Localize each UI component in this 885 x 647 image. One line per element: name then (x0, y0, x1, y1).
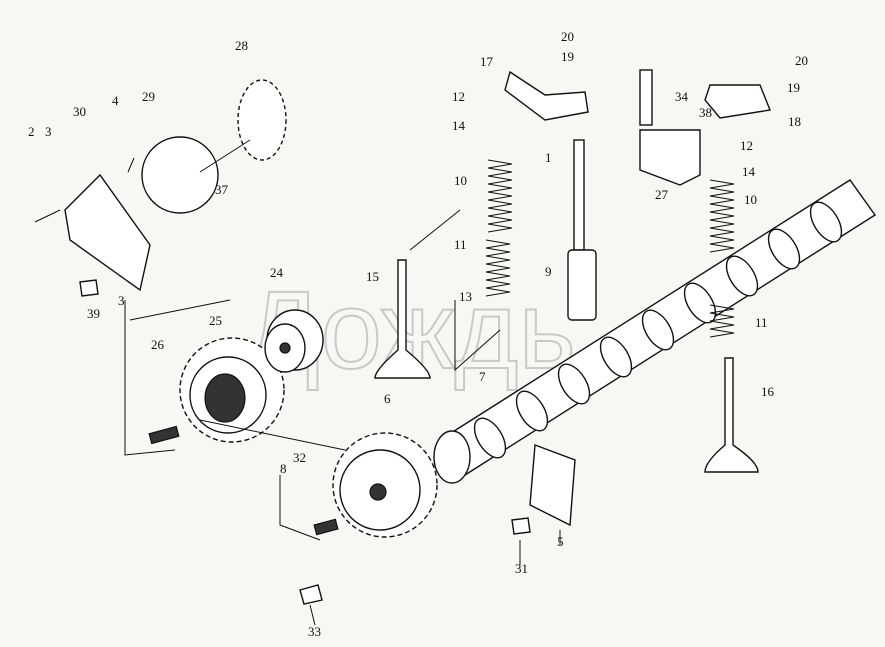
bolt-33 (299, 584, 323, 605)
callout-39: 39 (87, 306, 100, 321)
valve-spring (709, 304, 735, 338)
pin-8 (313, 518, 339, 536)
key-26 (148, 425, 180, 445)
idler-gear (179, 337, 285, 443)
callout-2: 2 (28, 124, 35, 139)
callout-13: 13 (459, 289, 472, 304)
rocker-bracket (639, 129, 701, 186)
callout-33: 33 (308, 624, 321, 639)
camshaft-gear (332, 432, 438, 538)
callout-24: 24 (270, 265, 284, 280)
callout-31: 31 (515, 561, 528, 576)
cam-lobe (473, 417, 507, 459)
thrust-plate (529, 444, 576, 527)
cam-lobe (641, 309, 675, 351)
callout-19b: 19 (787, 80, 800, 95)
callout-27: 27 (655, 187, 669, 202)
callout-32: 32 (293, 450, 306, 465)
callout-18: 18 (788, 114, 801, 129)
bracket-bolt (639, 69, 653, 126)
callout-17: 17 (480, 54, 494, 69)
push-rod (573, 139, 585, 251)
callout-9: 9 (545, 264, 552, 279)
callout-25: 25 (209, 313, 222, 328)
intake-valve (374, 259, 431, 379)
callout-12b: 12 (740, 138, 753, 153)
callout-38: 38 (699, 105, 712, 120)
callout-14: 14 (452, 118, 466, 133)
callout-3b: 3 (118, 293, 125, 308)
cam-lobe (725, 255, 759, 297)
callout-37: 37 (215, 182, 229, 197)
valve-spring (485, 239, 511, 297)
rocker-arm-right (704, 84, 771, 119)
bolt-39 (79, 279, 99, 297)
bolt-31 (511, 517, 531, 535)
valve-spring (709, 179, 735, 253)
callout-4: 4 (112, 93, 119, 108)
callout-11: 11 (454, 237, 467, 252)
callout-14b: 14 (742, 164, 756, 179)
cam-lobe (515, 390, 549, 432)
callout-16: 16 (761, 384, 775, 399)
callout-6: 6 (384, 391, 391, 406)
callout-26: 26 (151, 337, 165, 352)
callout-12: 12 (452, 89, 465, 104)
callout-15: 15 (366, 269, 379, 284)
callout-10b: 10 (744, 192, 757, 207)
cam-lobe (599, 336, 633, 378)
tappet (567, 249, 597, 321)
callout-5: 5 (557, 534, 564, 549)
cam-lobe (767, 228, 801, 270)
callout-29: 29 (142, 89, 155, 104)
callout-3: 3 (45, 124, 52, 139)
callout-34: 34 (675, 89, 689, 104)
callout-19: 19 (561, 49, 574, 64)
timing-cover-plate (34, 79, 287, 292)
callout-1: 1 (545, 150, 552, 165)
valve-spring (487, 159, 513, 233)
callout-11b: 11 (755, 315, 768, 330)
camshaft (433, 179, 876, 484)
rocker-arm-left (504, 70, 589, 121)
callout-30: 30 (73, 104, 86, 119)
cam-lobe (809, 201, 843, 243)
exhaust-valve (704, 357, 759, 473)
cam-lobe (557, 363, 591, 405)
callout-28: 28 (235, 38, 248, 53)
callout-10: 10 (454, 173, 467, 188)
gear-hub (264, 309, 324, 373)
callout-20: 20 (561, 29, 574, 44)
callout-8: 8 (280, 461, 287, 476)
callout-20b: 20 (795, 53, 808, 68)
callout-7: 7 (479, 369, 486, 384)
